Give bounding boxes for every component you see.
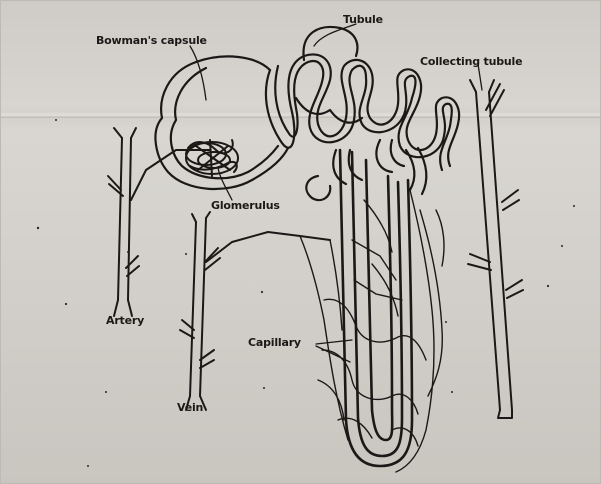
photo-border (0, 0, 601, 484)
diagram-sheet: Tubule Bowman's capsule Collecting tubul… (0, 0, 601, 484)
